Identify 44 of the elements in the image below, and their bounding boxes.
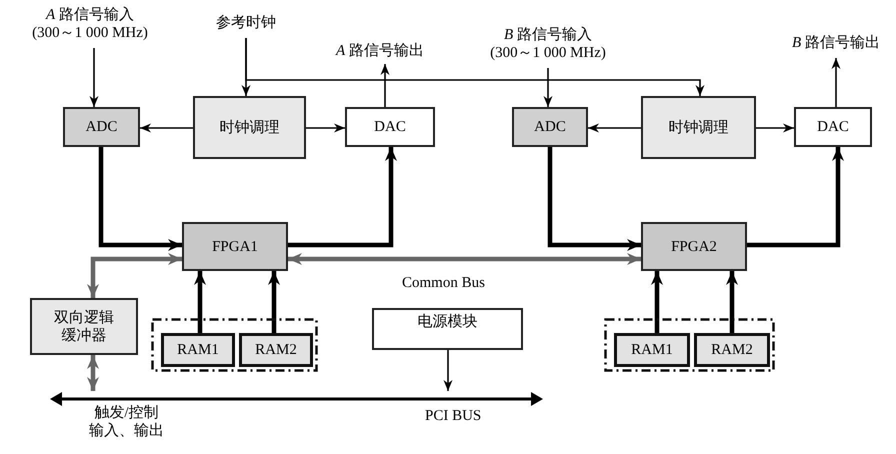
arrow <box>832 58 840 107</box>
arrow <box>380 64 390 107</box>
ram-box: RAM1 <box>161 333 235 367</box>
output-label: A 路信号输出 <box>318 42 442 64</box>
input-label: B 路信号输入 (300～1 000 MHz) <box>490 26 606 68</box>
arrow <box>140 124 193 132</box>
arrow <box>651 271 663 333</box>
dac-box: DAC <box>345 107 435 147</box>
arrow <box>98 147 182 251</box>
fpga-box: FPGA2 <box>641 222 747 271</box>
ram-group-frame <box>151 318 318 372</box>
ram-box: RAM2 <box>239 333 313 367</box>
arrow <box>726 271 738 333</box>
arrow <box>756 124 794 132</box>
clock-conditioning-box: 时钟调理 <box>193 96 306 159</box>
adc-box: ADC <box>512 107 588 147</box>
power-module-box: 电源模块 <box>372 308 523 350</box>
arrow <box>268 271 280 333</box>
ram-box: RAM2 <box>694 333 770 367</box>
arrow <box>444 350 452 391</box>
arrow <box>588 124 641 132</box>
double-arrow <box>87 355 99 391</box>
arrow <box>245 38 704 96</box>
fpga-box: FPGA1 <box>182 222 288 271</box>
bus-label: PCI BUS <box>425 407 482 425</box>
arrow <box>194 271 206 333</box>
input-label: A 路信号输入 (300～1 000 MHz) <box>32 6 148 48</box>
arrow <box>90 48 98 107</box>
arrow <box>548 147 641 251</box>
buffer-box: 双向逻辑缓冲器 <box>30 298 138 355</box>
arrow <box>288 147 397 248</box>
ram-box: RAM1 <box>614 333 690 367</box>
double-arrow <box>288 253 641 265</box>
output-label: B 路信号输出 <box>776 34 896 58</box>
ram-group-frame <box>604 318 775 372</box>
adc-box: ADC <box>63 107 140 147</box>
reference-clock-label: 参考时钟 <box>206 14 286 38</box>
clock-conditioning-box: 时钟调理 <box>641 96 756 159</box>
arrow <box>306 124 345 132</box>
port-label: 触发/控制输入、输出 <box>89 404 164 440</box>
arrow <box>544 68 552 107</box>
double-arrow <box>87 253 182 298</box>
dac-box: DAC <box>794 107 872 147</box>
arrow <box>747 147 844 248</box>
